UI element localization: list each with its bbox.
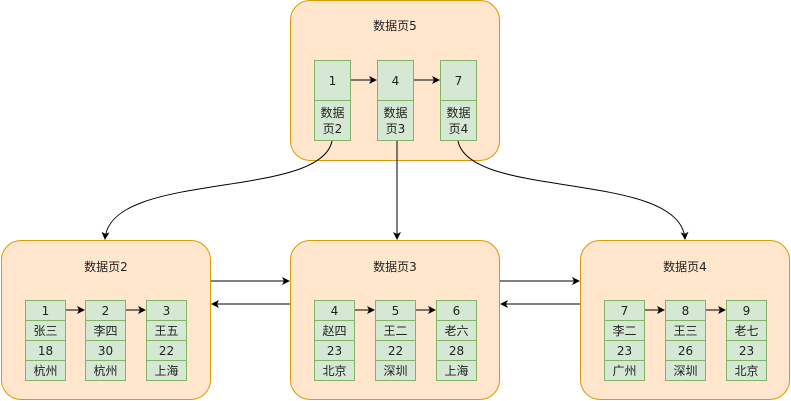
record-field-cell: 30 [85,340,126,361]
page-title: 数据页2 [84,260,128,274]
record-field-cell: 26 [665,340,706,361]
record-field-cell: 23 [314,340,355,361]
record-field-cell: 李二 [604,320,645,341]
record-field-cell: 王五 [146,320,187,341]
page-title: 数据页5 [373,19,417,33]
record-field-cell: 深圳 [375,360,416,381]
pointer-arrow [101,140,333,240]
record-field-cell: 上海 [146,360,187,381]
page-title: 数据页3 [373,260,417,274]
record-field-cell: 4 [314,300,355,321]
page-pointer-cell: 数据页2 [314,100,351,141]
page-pointer-cell: 数据页3 [377,100,414,141]
pointer-arrow [457,140,689,240]
record-field-cell: 6 [436,300,477,321]
record-field-cell: 北京 [314,360,355,381]
index-key-cell: 7 [440,60,477,101]
record-field-cell: 李四 [85,320,126,341]
record-field-cell: 张三 [25,320,66,341]
record-field-cell: 9 [726,300,767,321]
record-field-cell: 8 [665,300,706,321]
record-field-cell: 王二 [375,320,416,341]
record-field-cell: 22 [146,340,187,361]
page-pointer-cell: 数据页4 [440,100,477,141]
record-field-cell: 上海 [436,360,477,381]
record-field-cell: 23 [726,340,767,361]
index-key-cell: 1 [314,60,351,101]
record-field-cell: 3 [146,300,187,321]
record-field-cell: 2 [85,300,126,321]
record-field-cell: 深圳 [665,360,706,381]
record-field-cell: 7 [604,300,645,321]
record-field-cell: 老七 [726,320,767,341]
record-field-cell: 18 [25,340,66,361]
page-title: 数据页4 [663,260,707,274]
record-field-cell: 杭州 [25,360,66,381]
record-field-cell: 23 [604,340,645,361]
index-key-cell: 4 [377,60,414,101]
record-field-cell: 1 [25,300,66,321]
record-field-cell: 5 [375,300,416,321]
record-field-cell: 22 [375,340,416,361]
record-field-cell: 王三 [665,320,706,341]
record-field-cell: 赵四 [314,320,355,341]
record-field-cell: 老六 [436,320,477,341]
record-field-cell: 北京 [726,360,767,381]
record-field-cell: 28 [436,340,477,361]
record-field-cell: 广州 [604,360,645,381]
record-field-cell: 杭州 [85,360,126,381]
